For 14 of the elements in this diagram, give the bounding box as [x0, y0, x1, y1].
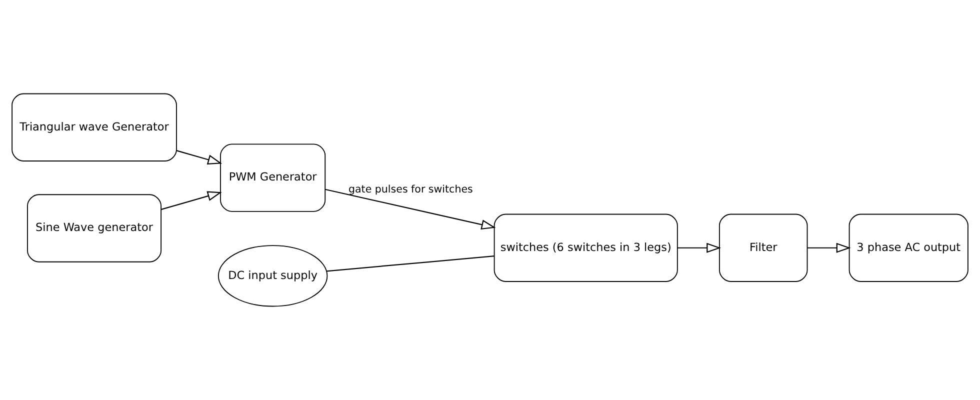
connector [326, 256, 494, 272]
arrow [807, 242, 851, 253]
node-box: Sine Wave generator [27, 194, 162, 262]
node-box: switches (6 switches in 3 legs) [494, 214, 678, 282]
arrow [161, 191, 222, 210]
edge-label: gate pulses for switches [348, 184, 473, 196]
node-box: Triangular wave Generator [12, 93, 177, 162]
arrow [325, 188, 496, 230]
node-box: 3 phase AC output [848, 214, 968, 282]
arrow [176, 150, 222, 164]
node-box: PWM Generator [220, 144, 326, 212]
node-ellipse: DC input supply [218, 245, 328, 307]
arrow [677, 242, 721, 253]
node-box: Filter [718, 214, 808, 282]
